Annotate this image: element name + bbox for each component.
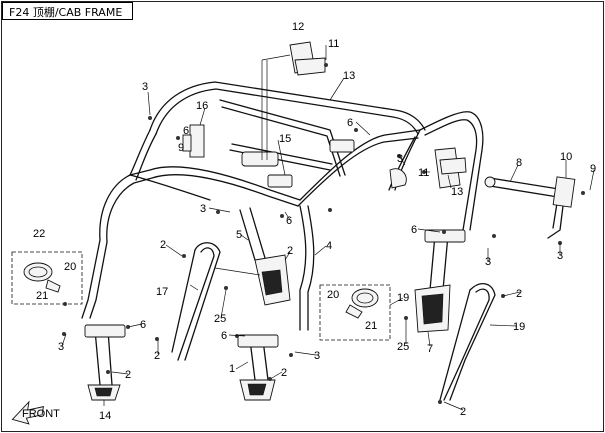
callout-23b: 21	[365, 320, 377, 332]
fasteners	[62, 63, 585, 404]
callout-6f: 6	[411, 224, 417, 236]
callout-3e: 3	[58, 341, 64, 353]
guide-lines	[214, 54, 291, 276]
callout-10: 10	[560, 151, 572, 163]
callout-2e: 2	[125, 369, 131, 381]
callout-23a: 21	[36, 290, 48, 302]
callout-11b: 11	[418, 167, 429, 179]
callout-2f: 2	[516, 288, 522, 300]
callout-9b: 9	[590, 163, 596, 175]
callout-3f: 3	[485, 256, 491, 268]
diagram-title: F24 顶棚/CAB FRAME	[9, 6, 123, 19]
callout-14: 13	[343, 70, 355, 82]
callout-3b: 3	[397, 153, 403, 165]
callout-3g: 3	[557, 250, 563, 262]
callout-6c: 6	[286, 215, 292, 227]
callout-2g: 2	[460, 406, 466, 418]
callout-3c: 3	[200, 203, 206, 215]
callout-24: 22	[33, 228, 45, 240]
leg-1	[237, 334, 279, 401]
callout-2a: 2	[287, 245, 293, 257]
title-box: F24 顶棚/CAB FRAME	[2, 2, 133, 20]
front-direction-arrow: FRONT	[11, 400, 60, 425]
leg-5	[254, 254, 291, 306]
mirror-kit-24	[11, 251, 83, 305]
callout-6d: 6	[221, 330, 227, 342]
mirror-kit-21	[319, 284, 391, 341]
callout-17: 14	[99, 410, 111, 422]
bracket-13	[434, 147, 467, 189]
callout-2c: 2	[281, 367, 287, 379]
callout-12: 12	[292, 21, 304, 33]
callout-1: 1	[229, 363, 235, 375]
grab-handle-8	[484, 176, 576, 239]
center-mount-15	[241, 139, 407, 189]
callout-22b: 20	[327, 289, 339, 301]
callout-6: 6	[183, 125, 189, 137]
callout-20: 19	[513, 321, 525, 333]
callout-3: 3	[142, 81, 148, 93]
bracket-16	[182, 124, 205, 158]
callout-15: 15	[279, 133, 291, 145]
rear-leg-7	[414, 229, 466, 333]
rear-hoop-20	[439, 283, 496, 401]
bracket-12	[289, 41, 326, 76]
callout-22a: 20	[64, 261, 76, 273]
callout-2d: 2	[154, 350, 160, 362]
callout-8: 8	[516, 157, 522, 169]
front-leg-17	[84, 324, 126, 401]
leader-lines	[61, 45, 595, 411]
callout-25a: 25	[214, 313, 226, 325]
callout-9: 9	[178, 142, 184, 154]
callout-25b: 25	[397, 341, 409, 353]
callout-21: 19	[397, 292, 409, 304]
callout-6e: 6	[140, 319, 146, 331]
callout-3d: 3	[314, 350, 320, 362]
roll-cage-frame	[81, 81, 484, 331]
callout-2b: 2	[160, 239, 166, 251]
callout-4: 4	[326, 240, 332, 252]
callout-7: 7	[427, 343, 433, 355]
side-hoop-19	[171, 242, 221, 361]
callout-16: 16	[196, 100, 208, 112]
callout-19: 17	[156, 286, 168, 298]
callout-6b: 6	[347, 117, 353, 129]
callout-11: 11	[328, 38, 339, 50]
callout-5: 5	[236, 229, 242, 241]
front-arrow-label: FRONT	[22, 408, 60, 420]
callout-numbers: 3 12 11 13 16 6 9 15 6 3 11 13 8 10 9 3 …	[33, 21, 596, 422]
callout-13: 13	[451, 186, 463, 198]
